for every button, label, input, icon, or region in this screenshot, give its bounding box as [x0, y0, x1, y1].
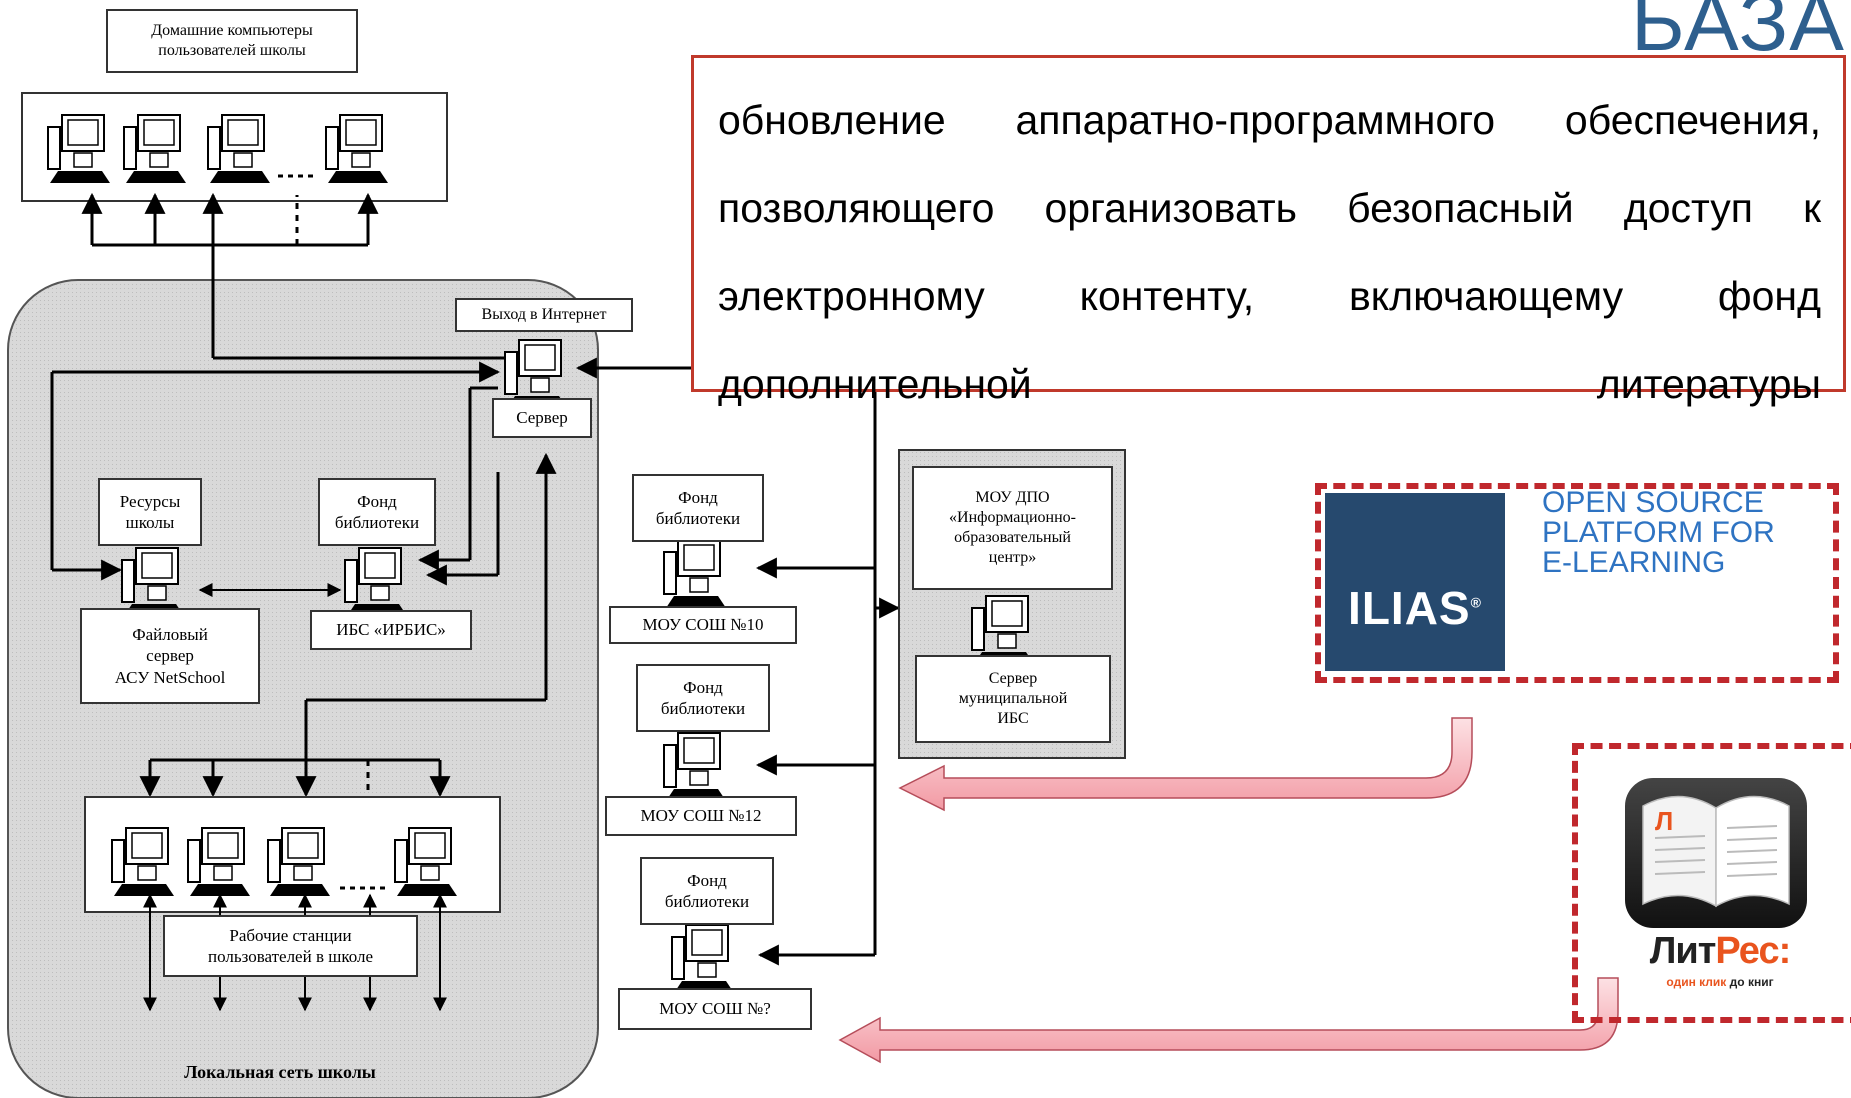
litres-name: ЛитРес: — [1649, 930, 1791, 972]
workstations-label: Рабочие станции пользователей в школе — [163, 915, 418, 977]
ilias-tagline: OPEN SOURCE PLATFORM FOR E-LEARNING — [1542, 486, 1775, 579]
center-name-label: МОУ ДПО «Информационно- образовательный … — [912, 466, 1113, 590]
ibs-irbis-label: ИБС «ИРБИС» — [310, 610, 472, 650]
school-x-library: Фонд библиотеки — [640, 857, 774, 925]
ilias-dashed-frame — [1315, 483, 1839, 683]
school-resources-label: Ресурсы школы — [98, 478, 202, 546]
litres-to-school-arrow — [838, 977, 1619, 1064]
municipal-server-label: Сервер муниципальной ИБС — [915, 655, 1111, 743]
callout-text: обновление аппаратно-программного обеспе… — [718, 97, 1821, 407]
litres-letter: Л — [1655, 806, 1673, 836]
page-title: БАЗА — [1630, 0, 1845, 68]
file-server-label: Файловый сервер АСУ NetSchool — [80, 608, 260, 704]
school-12-library: Фонд библиотеки — [636, 664, 770, 732]
ilias-name: ILIAS® — [1348, 582, 1482, 634]
ilias-logo: ILIAS® — [1325, 493, 1505, 671]
ilias-to-center-arrow — [898, 717, 1473, 812]
lan-label: Локальная сеть школы — [184, 1061, 376, 1082]
internet-exit-label: Выход в Интернет — [455, 298, 633, 332]
litres-dashed-frame — [1572, 743, 1851, 1023]
library-fund-label: Фонд библиотеки — [318, 478, 436, 546]
school-10-library: Фонд библиотеки — [632, 474, 764, 542]
home-computers-label: Домашние компьютеры пользователей школы — [106, 9, 358, 73]
callout-box: обновление аппаратно-программного обеспе… — [691, 55, 1846, 407]
school-12-name: МОУ СОШ №12 — [605, 796, 797, 836]
school-10-name: МОУ СОШ №10 — [609, 606, 797, 644]
school-x-name: МОУ СОШ №? — [618, 988, 812, 1030]
open-book-icon: Л — [1625, 778, 1807, 928]
litres-slogan: один клик до книг — [1666, 975, 1774, 989]
server-label: Сервер — [492, 398, 592, 438]
